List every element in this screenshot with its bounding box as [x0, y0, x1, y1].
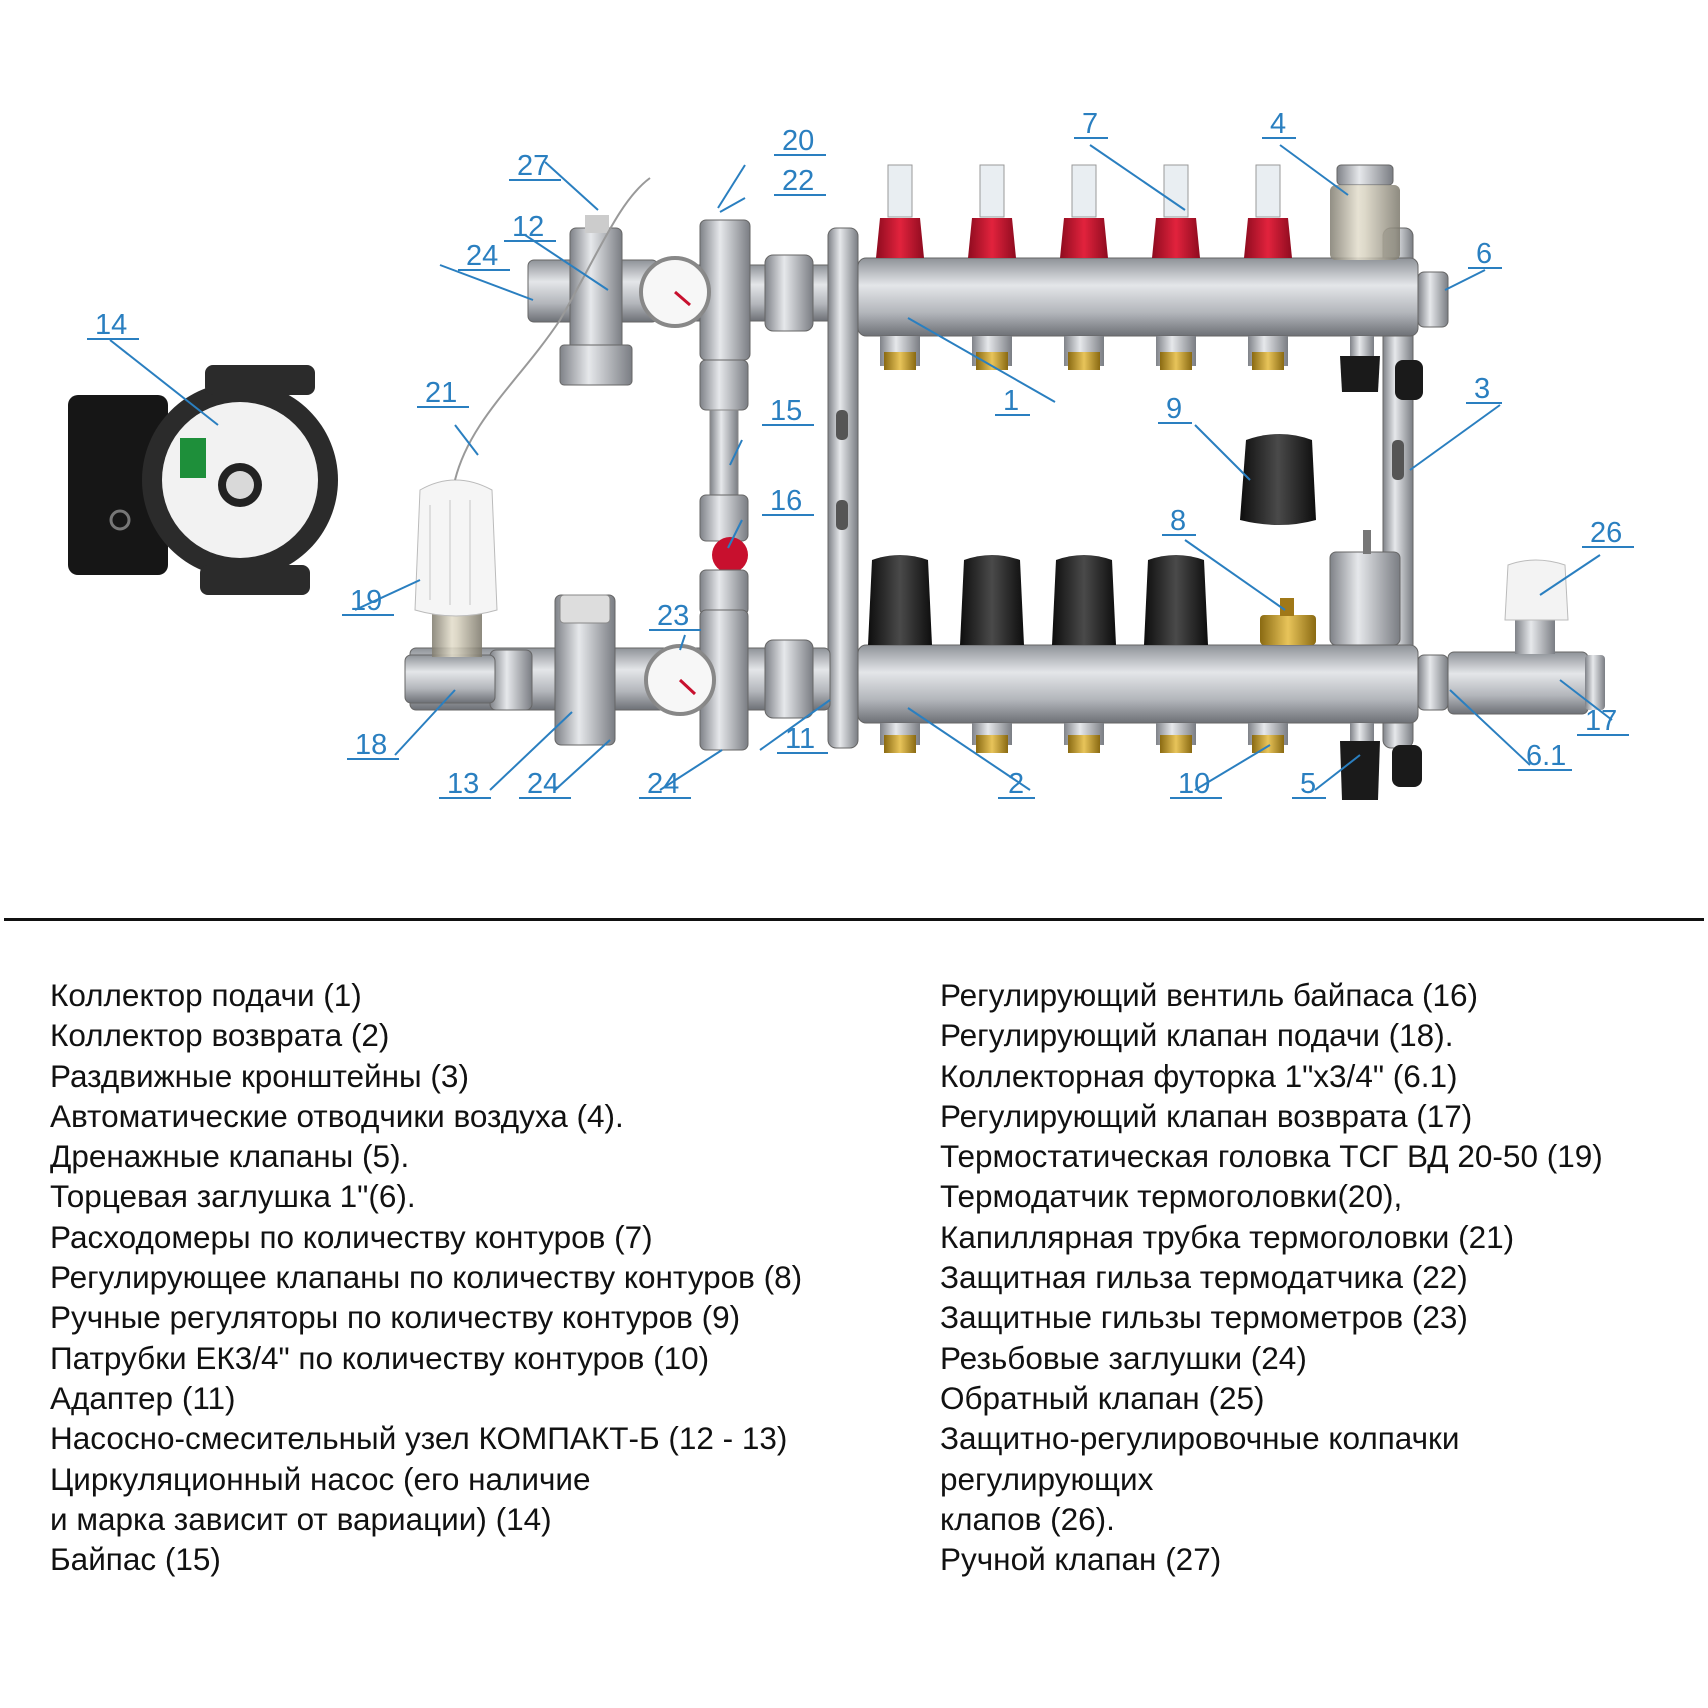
- legend-item: Дренажные клапаны (5).: [50, 1138, 410, 1175]
- callout-1: 1: [1003, 385, 1019, 417]
- bypass-tube: [699, 359, 749, 616]
- thermostatic-head: [414, 479, 498, 617]
- drain-valve-top: [1340, 336, 1423, 400]
- callout-7: 7: [1082, 108, 1098, 140]
- legend-item: регулирующих: [940, 1460, 1154, 1497]
- callout-20: 20: [782, 125, 814, 157]
- legend-item: Ручные регуляторы по количеству контуров…: [50, 1299, 741, 1336]
- circulation-pump: [68, 365, 338, 595]
- air-vent-top: [1330, 164, 1400, 260]
- legend-item: Резьбовые заглушки (24): [940, 1339, 1307, 1376]
- legend-item: Термодатчик термоголовки(20),: [940, 1178, 1403, 1215]
- legend-item: Расходомеры по количеству контуров (7): [50, 1218, 653, 1255]
- callout-14: 14: [95, 309, 127, 341]
- end-adapter-bottom: [1417, 654, 1449, 711]
- legend-item: Коллектор возврата (2): [50, 1017, 390, 1054]
- callout-23: 23: [657, 600, 689, 632]
- mixing-unit-bottom: [409, 594, 831, 751]
- legend-item: Защитная гильза термодатчика (22): [940, 1259, 1468, 1296]
- callout-3: 3: [1474, 373, 1490, 405]
- supply-manifold: [857, 257, 1419, 370]
- flowmeters: [876, 164, 1292, 258]
- legend-item: Торцевая заглушка 1"(6).: [50, 1178, 416, 1215]
- callout-21: 21: [425, 377, 457, 409]
- legend-item: Обратный клапан (25): [940, 1379, 1265, 1416]
- legend-item: Регулирующий вентиль байпаса (16): [940, 977, 1478, 1013]
- legend-item: Регулирующий клапан подачи (18).: [940, 1017, 1454, 1054]
- callout-6-1: 6.1: [1526, 740, 1566, 772]
- legend-item: Байпас (15): [50, 1541, 221, 1578]
- legend-item: Коллектор подачи (1): [50, 977, 362, 1013]
- callout-27: 27: [517, 150, 549, 182]
- legend-item: клапов (26).: [940, 1500, 1115, 1537]
- callout-24-b: 24: [527, 768, 559, 800]
- callout-5: 5: [1300, 768, 1316, 800]
- callout-24-a: 24: [466, 240, 498, 272]
- return-valve: [1447, 559, 1605, 715]
- legend-item: Защитные гильзы термометров (23): [940, 1299, 1468, 1336]
- legend-item: Циркуляционный насос (его наличие: [50, 1460, 591, 1497]
- callouts: 1 2 3 4 5 6 6.1 7 8 9 10 11 12 13 14 15 …: [87, 108, 1634, 800]
- mixing-unit-top: [527, 215, 829, 386]
- leader-lines: [109, 144, 1613, 791]
- callout-24-c: 24: [647, 768, 679, 800]
- callout-12: 12: [512, 211, 544, 243]
- legend-item: Регулирующий клапан возврата (17): [940, 1097, 1473, 1134]
- legend-left-column: Коллектор подачи (1) Коллектор возврата …: [50, 975, 802, 1579]
- callout-8: 8: [1170, 505, 1186, 537]
- legend-item: Регулирующее клапаны по количеству конту…: [50, 1259, 803, 1296]
- callout-13: 13: [447, 768, 479, 800]
- legend-item: Насосно-смесительный узел КОМПАКТ-Б (12 …: [50, 1420, 788, 1457]
- callout-22: 22: [782, 165, 814, 197]
- callout-10: 10: [1178, 768, 1210, 800]
- divider-line: [4, 918, 1704, 921]
- callout-11: 11: [785, 723, 815, 755]
- callout-2: 2: [1008, 768, 1024, 800]
- regulator-knobs: [868, 555, 1208, 645]
- loose-knob: [1240, 434, 1316, 525]
- legend-item: Автоматические отводчики воздуха (4).: [50, 1097, 624, 1134]
- air-vent-bottom: [1329, 530, 1401, 646]
- callout-17: 17: [1585, 705, 1617, 737]
- callout-9: 9: [1166, 393, 1182, 425]
- callout-4: 4: [1270, 108, 1286, 140]
- legend-item: Раздвижные кронштейны (3): [50, 1057, 469, 1094]
- callout-19: 19: [350, 585, 382, 617]
- callout-18: 18: [355, 729, 387, 761]
- callout-26: 26: [1590, 517, 1622, 549]
- legend-item: Коллекторная футорка 1"x3/4" (6.1): [940, 1057, 1458, 1094]
- drain-valve-bottom: [1340, 723, 1422, 800]
- capillary-tube: [454, 177, 651, 481]
- legend-item: Защитно-регулировочные колпачки: [940, 1420, 1460, 1457]
- return-manifold: [857, 644, 1419, 753]
- supply-valve: [404, 612, 496, 704]
- callout-15: 15: [770, 395, 802, 427]
- legend-item: Капиллярная трубка термоголовки (21): [940, 1218, 1515, 1255]
- legend-item: Ручной клапан (27): [940, 1541, 1222, 1578]
- legend-item: Термостатическая головка ТСГ ВД 20-50 (1…: [940, 1138, 1603, 1175]
- legend-item: и марка зависит от вариации) (14): [50, 1500, 552, 1537]
- legend-item: Адаптер (11): [50, 1379, 236, 1416]
- bracket-left: [827, 227, 859, 749]
- legend-right-column: Регулирующий вентиль байпаса (16) Регули…: [940, 975, 1603, 1579]
- callout-6: 6: [1476, 238, 1492, 270]
- regulating-valve-insert: [1260, 598, 1316, 645]
- end-plug-top: [1417, 271, 1449, 328]
- manifold-diagram: 1 2 3 4 5 6 6.1 7 8 9 10 11 12 13 14 15 …: [68, 108, 1634, 800]
- legend-item: Патрубки ЕК3/4" по количеству контуров (…: [50, 1339, 710, 1376]
- callout-16: 16: [770, 485, 802, 517]
